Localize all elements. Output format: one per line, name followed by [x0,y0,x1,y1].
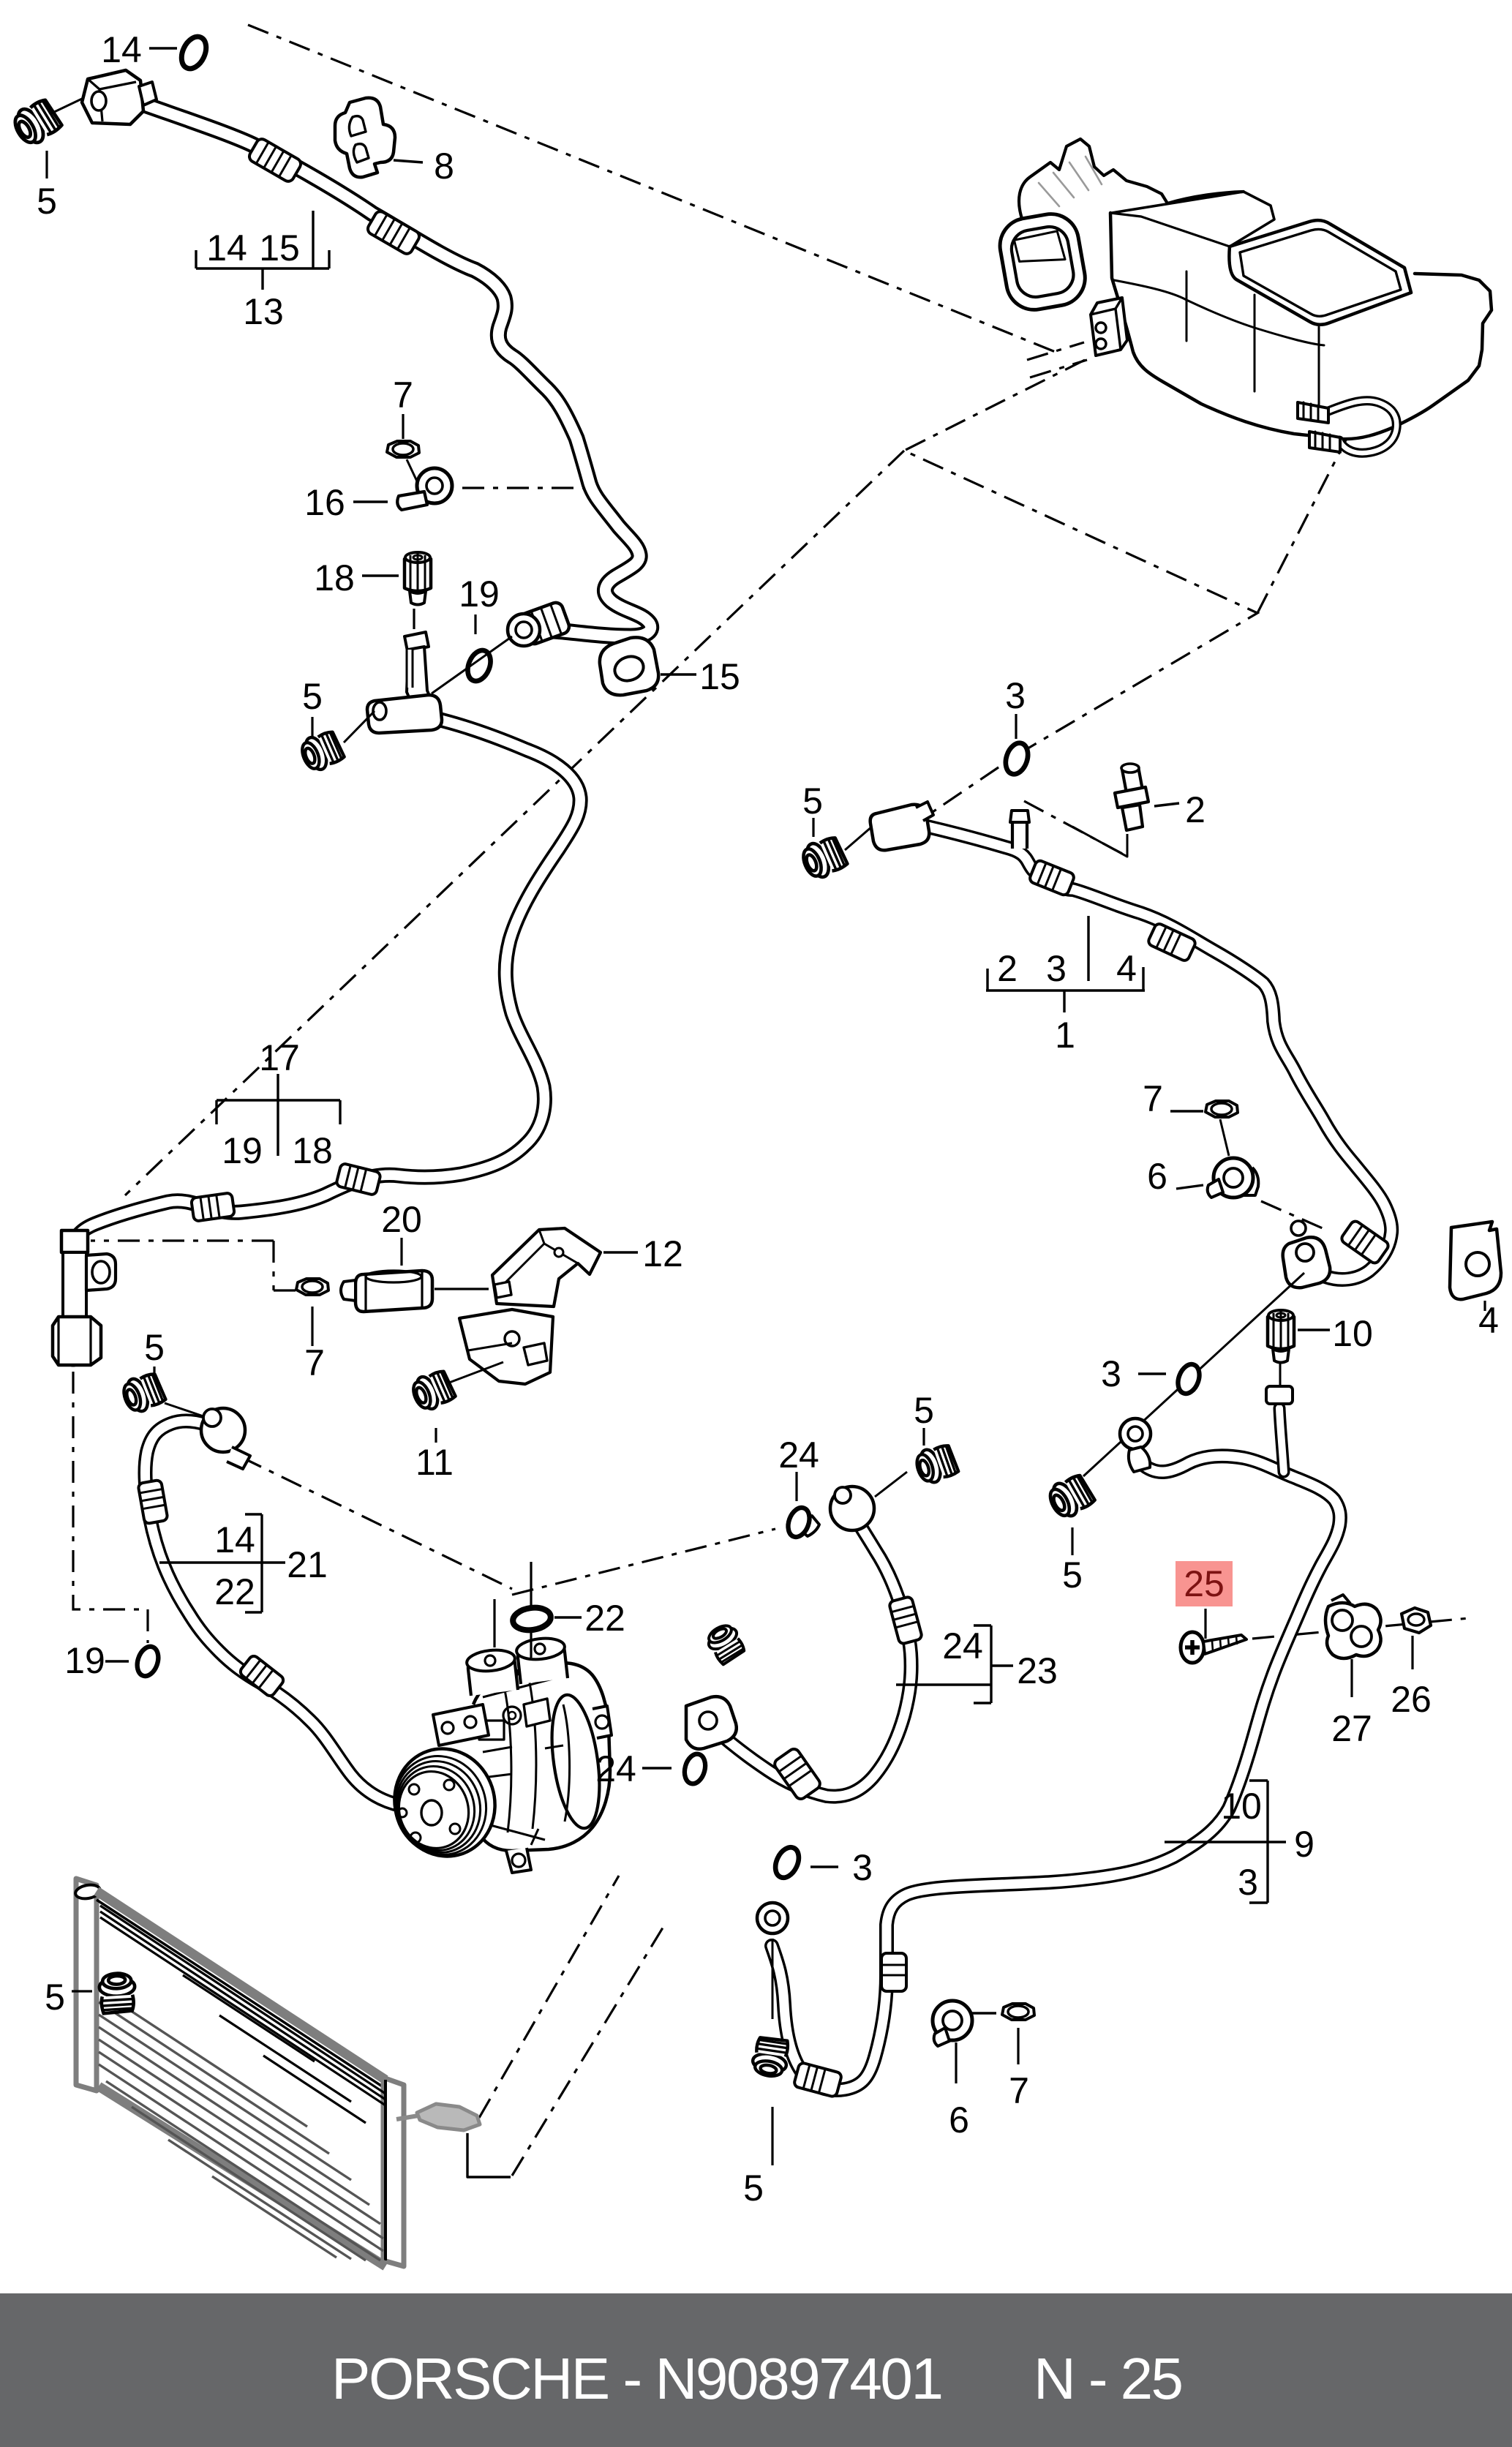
svg-text:22: 22 [214,1571,255,1612]
svg-text:15: 15 [699,656,740,697]
svg-text:9: 9 [1294,1824,1314,1865]
svg-text:18: 18 [292,1130,333,1171]
svg-text:N - 25: N - 25 [1034,2346,1184,2411]
svg-text:5: 5 [144,1327,165,1368]
svg-text:5: 5 [1062,1555,1083,1595]
svg-text:18: 18 [314,557,355,598]
svg-text:7: 7 [1009,2070,1029,2111]
svg-text:5: 5 [743,2168,764,2209]
svg-text:23: 23 [1017,1650,1058,1691]
svg-text:24: 24 [942,1625,983,1666]
svg-text:20: 20 [381,1199,422,1240]
svg-text:5: 5 [802,781,823,822]
svg-text:4: 4 [1116,948,1137,989]
svg-text:22: 22 [584,1598,625,1639]
svg-text:3: 3 [1238,1862,1258,1903]
svg-text:19: 19 [64,1640,105,1681]
svg-text:3: 3 [1101,1353,1121,1394]
svg-text:14: 14 [214,1519,255,1560]
svg-text:13: 13 [243,291,284,332]
svg-text:12: 12 [642,1233,683,1274]
svg-text:2: 2 [997,948,1018,989]
svg-text:3: 3 [1005,675,1026,716]
svg-text:5: 5 [37,181,57,222]
svg-text:8: 8 [434,146,454,187]
svg-text:7: 7 [393,375,413,416]
svg-text:14: 14 [101,29,142,70]
svg-text:6: 6 [949,2100,969,2140]
svg-text:6: 6 [1147,1156,1167,1197]
svg-text:7: 7 [1143,1078,1163,1119]
svg-text:4: 4 [1478,1300,1499,1341]
svg-text:21: 21 [287,1544,328,1585]
svg-text:19: 19 [459,574,500,614]
svg-text:17: 17 [259,1037,300,1078]
svg-text:24: 24 [778,1435,819,1476]
svg-text:16: 16 [304,482,345,523]
svg-text:2: 2 [1185,789,1206,830]
svg-text:10: 10 [1221,1786,1262,1827]
svg-text:27: 27 [1331,1708,1372,1749]
svg-text:3: 3 [1046,948,1067,989]
svg-text:25: 25 [1184,1563,1225,1604]
svg-text:5: 5 [302,676,323,717]
svg-text:26: 26 [1391,1679,1432,1720]
svg-text:11: 11 [415,1442,454,1483]
svg-text:7: 7 [304,1342,325,1383]
svg-text:PORSCHE - N90897401: PORSCHE - N90897401 [331,2346,944,2411]
svg-text:5: 5 [45,1977,65,2018]
svg-text:5: 5 [914,1390,934,1431]
svg-text:3: 3 [852,1847,873,1888]
svg-text:15: 15 [259,228,300,268]
svg-text:1: 1 [1055,1015,1075,1056]
svg-text:10: 10 [1332,1313,1373,1354]
svg-text:24: 24 [595,1748,636,1789]
svg-text:14: 14 [206,228,247,268]
svg-text:19: 19 [222,1130,263,1171]
